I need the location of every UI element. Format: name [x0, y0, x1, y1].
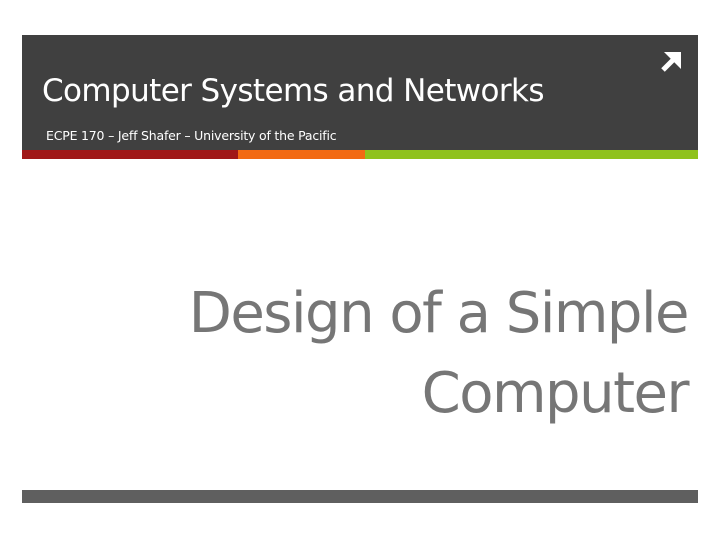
slide-title-line-2: Computer: [421, 361, 690, 426]
accent-segment-green: [365, 150, 698, 159]
slide-title: Design of a Simple Computer: [188, 274, 690, 434]
slide-title-line-1: Design of a Simple: [188, 281, 690, 346]
header-banner: Computer Systems and Networks ECPE 170 –…: [22, 35, 698, 150]
accent-segment-orange: [238, 150, 365, 159]
footer-bar: [22, 490, 698, 503]
course-subtitle: ECPE 170 – Jeff Shafer – University of t…: [46, 128, 337, 143]
arrow-up-right-icon: [661, 52, 681, 72]
accent-color-bar: [22, 150, 698, 159]
accent-segment-red: [22, 150, 238, 159]
course-title: Computer Systems and Networks: [42, 73, 545, 109]
